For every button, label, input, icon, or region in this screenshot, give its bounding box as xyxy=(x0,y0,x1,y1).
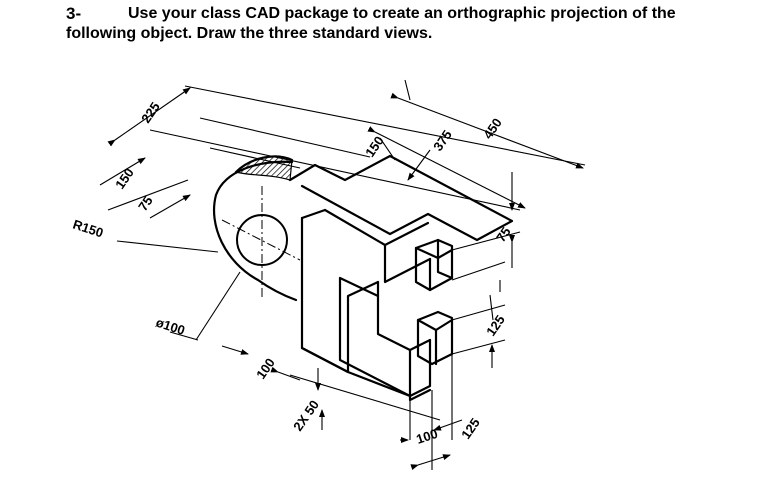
dim-450: 450 xyxy=(480,115,505,141)
dim-100-bottom: 100 xyxy=(253,355,278,381)
dim-r150: R150 xyxy=(71,217,105,241)
dimension-labels: 225 150 75 R150 ø100 150 375 450 75 125 … xyxy=(71,99,514,447)
upper-tab xyxy=(414,238,454,292)
dim-dia100: ø100 xyxy=(154,315,187,338)
dim-125-right: 125 xyxy=(483,312,508,338)
center-lines xyxy=(221,186,301,300)
dim-2x50: 2X 50 xyxy=(290,397,322,433)
dim-375: 375 xyxy=(430,127,455,153)
hatched-top-surface xyxy=(235,155,293,181)
question-text-line-2: following object. Draw the three standar… xyxy=(66,25,433,42)
dimension-lines xyxy=(99,79,586,470)
object-outline xyxy=(212,154,514,402)
question-text-line-1: Use your class CAD package to create an … xyxy=(128,5,676,22)
dim-125-base: 125 xyxy=(458,415,483,441)
top-plate xyxy=(288,154,514,242)
dim-150-left: 150 xyxy=(112,165,137,191)
cylinder-boss xyxy=(212,160,298,302)
dim-75-left: 75 xyxy=(135,193,156,213)
question-number: 3- xyxy=(66,4,82,23)
dim-75-right: 75 xyxy=(493,224,514,244)
dim-100-base: 100 xyxy=(414,426,439,447)
